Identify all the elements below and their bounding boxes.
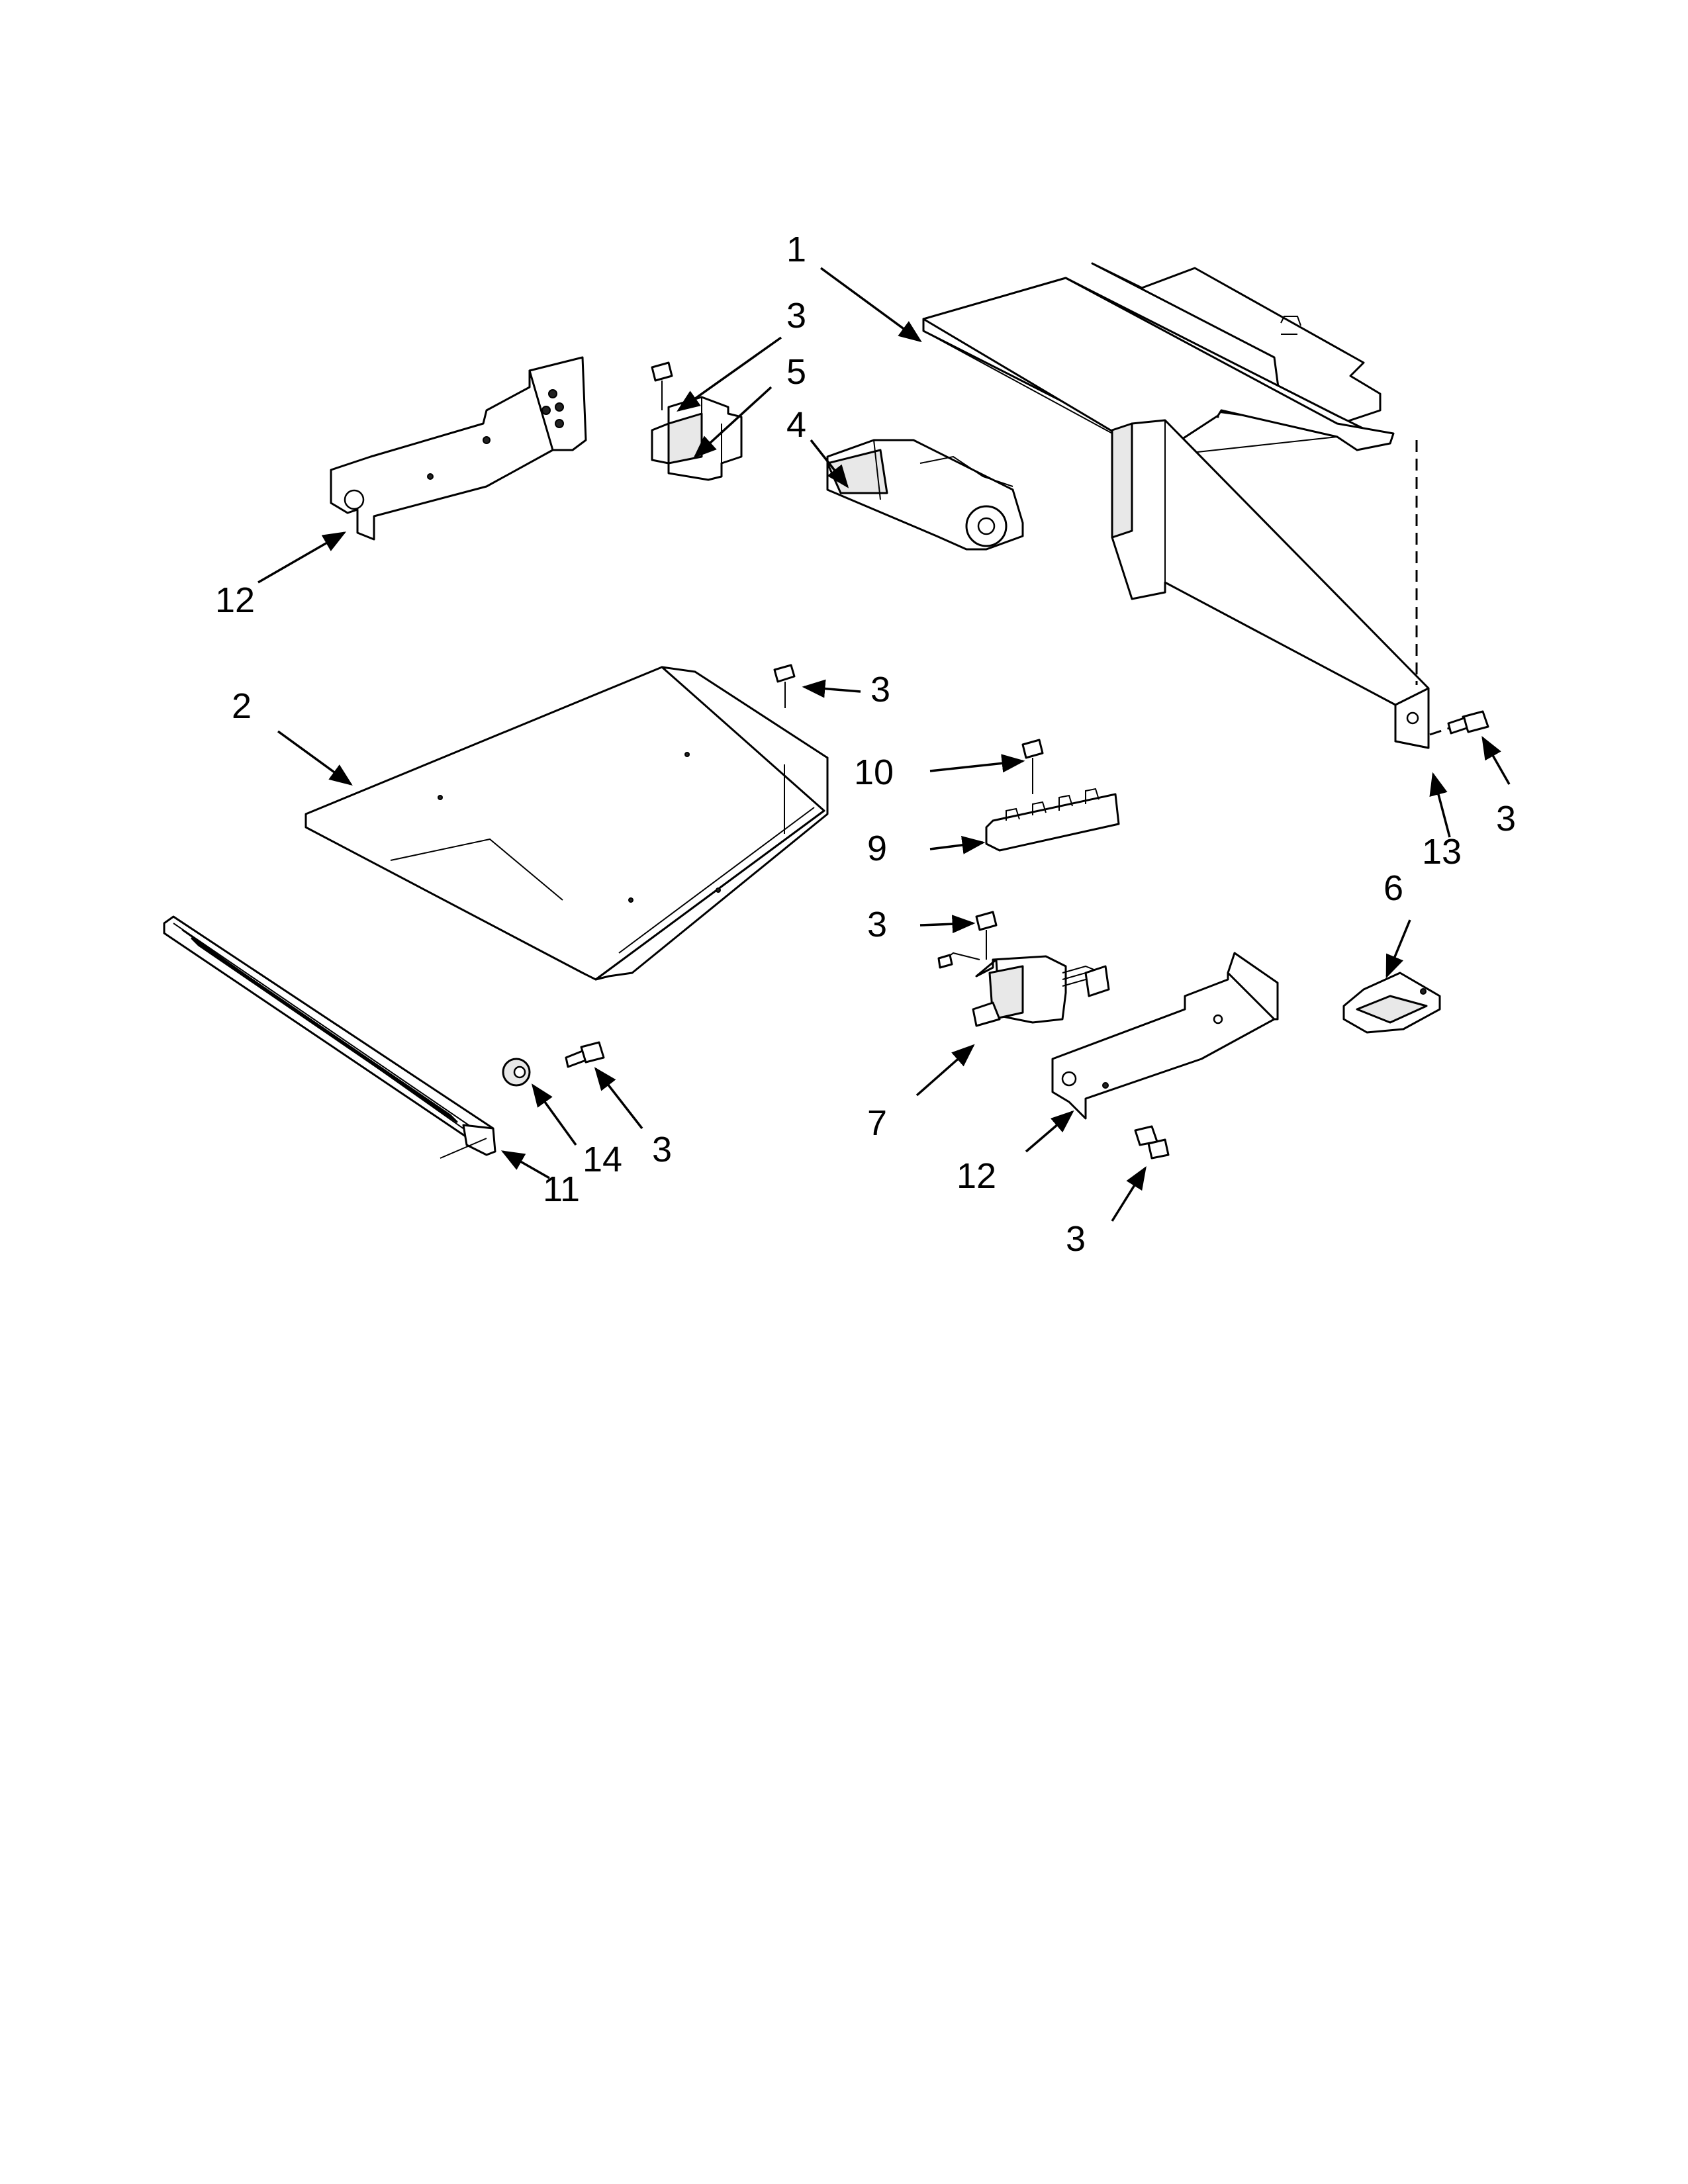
- latch-assembly: [826, 439, 1024, 551]
- screw-rail-3: [1429, 710, 1489, 736]
- terminal-block: [985, 788, 1120, 852]
- callout-1: 1: [786, 230, 806, 269]
- callout-4: 4: [786, 405, 806, 445]
- callout-6: 6: [1383, 868, 1403, 908]
- callout-2: 2: [232, 686, 252, 726]
- screw-10: [1021, 739, 1044, 794]
- callout-11: 11: [543, 1169, 580, 1209]
- box-bracket: [1342, 972, 1441, 1034]
- transformer-7: [937, 952, 1110, 1027]
- callout-3-left-screw: 3: [652, 1130, 672, 1169]
- callout-3-rail-screw: 3: [1496, 799, 1516, 839]
- support-rail: [1111, 419, 1430, 749]
- screw-left-3: [565, 1041, 605, 1068]
- callout-12-lower: 12: [957, 1156, 996, 1196]
- transformer-5: [651, 396, 743, 481]
- callout-9: 9: [867, 829, 887, 868]
- callout-14: 14: [583, 1140, 622, 1179]
- callout-3-screw-5: 3: [786, 296, 806, 336]
- screw-panel-3: [773, 664, 796, 708]
- side-bracket-upper: [330, 356, 587, 541]
- screw-bracket-3: [1134, 1125, 1170, 1160]
- nut: [502, 1058, 531, 1087]
- callout-12-upper: 12: [215, 580, 255, 620]
- callout-7: 7: [867, 1103, 887, 1143]
- callout-13: 13: [1422, 832, 1462, 872]
- callout-3-panel-screw: 3: [870, 670, 890, 709]
- callout-5: 5: [786, 352, 806, 392]
- top-panel: [922, 262, 1395, 458]
- callout-10: 10: [854, 752, 894, 792]
- callout-3-bracket-screw: 3: [1066, 1219, 1086, 1259]
- vent-strip: [163, 915, 496, 1159]
- callout-3-transformer-7: 3: [867, 905, 887, 944]
- leader-lines: [258, 267, 1511, 1222]
- side-bracket-lower: [1051, 952, 1279, 1120]
- screw-transformer5-3: [651, 361, 673, 410]
- bottom-panel: [305, 666, 829, 981]
- callouts: 1 2 3 5 4 3 10 9 3 7 12 3 6 3 13 3 14 11…: [215, 230, 1516, 1259]
- screw-transformer7-3: [975, 911, 998, 960]
